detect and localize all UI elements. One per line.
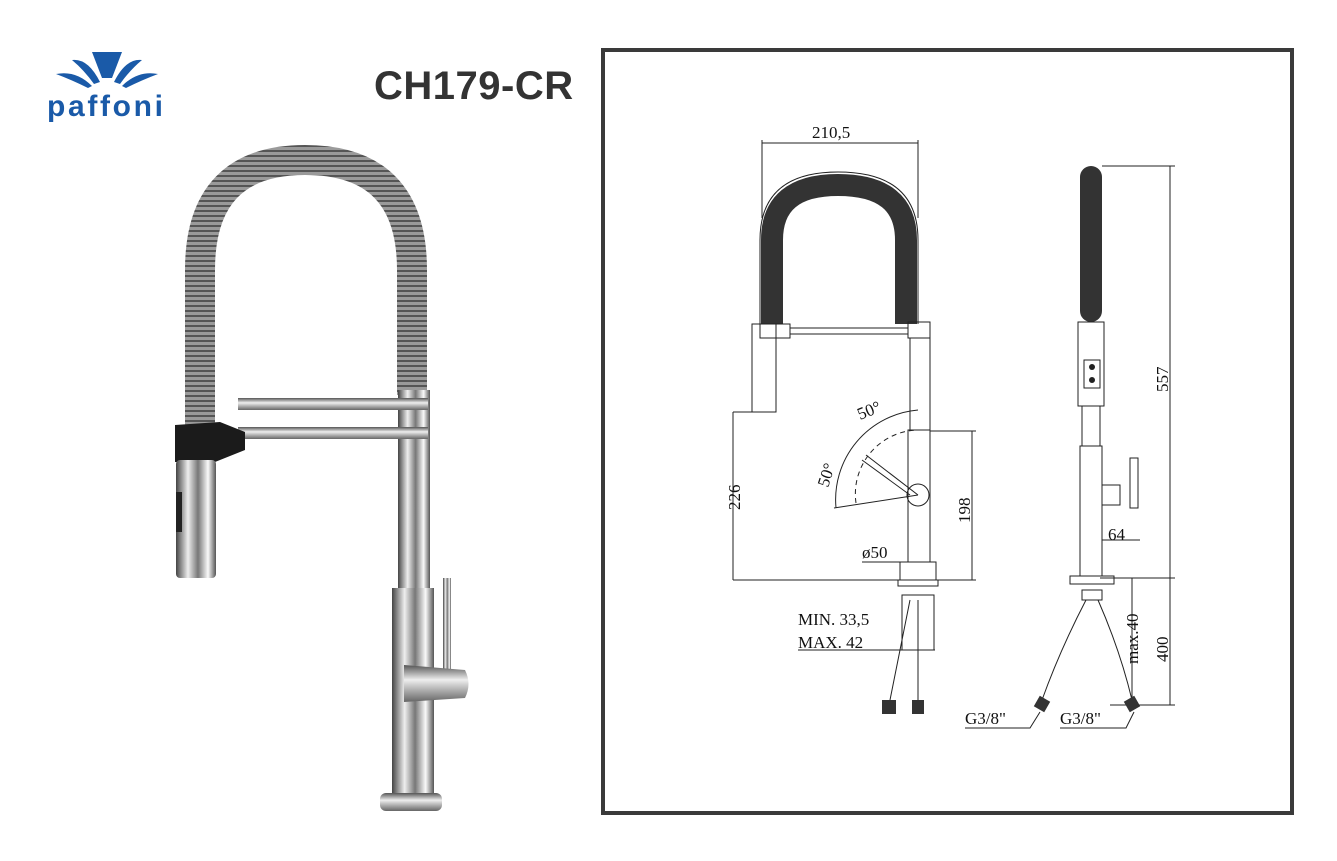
svg-text:226: 226 [725, 485, 744, 511]
paffoni-logo: paffoni [47, 52, 163, 123]
front-view-drawing: 210,5 50° 50° 226 198 ø50 MIN. 33,5 MAX.… [725, 123, 976, 714]
side-view-drawing: 557 64 max.40 400 G3/8" G3/8" [965, 165, 1175, 729]
svg-text:64: 64 [1108, 525, 1126, 544]
svg-text:210,5: 210,5 [812, 123, 850, 142]
product-code: CH179-CR [374, 64, 574, 108]
svg-text:G3/8": G3/8" [965, 709, 1006, 728]
svg-text:ø50: ø50 [862, 543, 888, 562]
svg-text:MAX. 42: MAX. 42 [798, 633, 863, 652]
svg-text:MIN. 33,5: MIN. 33,5 [798, 610, 869, 629]
svg-text:max.40: max.40 [1123, 613, 1142, 664]
svg-text:paffoni: paffoni [47, 90, 163, 123]
svg-text:557: 557 [1153, 366, 1172, 392]
svg-text:198: 198 [955, 498, 974, 524]
faucet-photo [175, 144, 469, 811]
technical-drawing-frame [601, 48, 1294, 815]
svg-text:50°: 50° [854, 397, 883, 424]
svg-text:400: 400 [1153, 637, 1172, 663]
svg-text:G3/8": G3/8" [1060, 709, 1101, 728]
svg-text:50°: 50° [814, 461, 839, 490]
